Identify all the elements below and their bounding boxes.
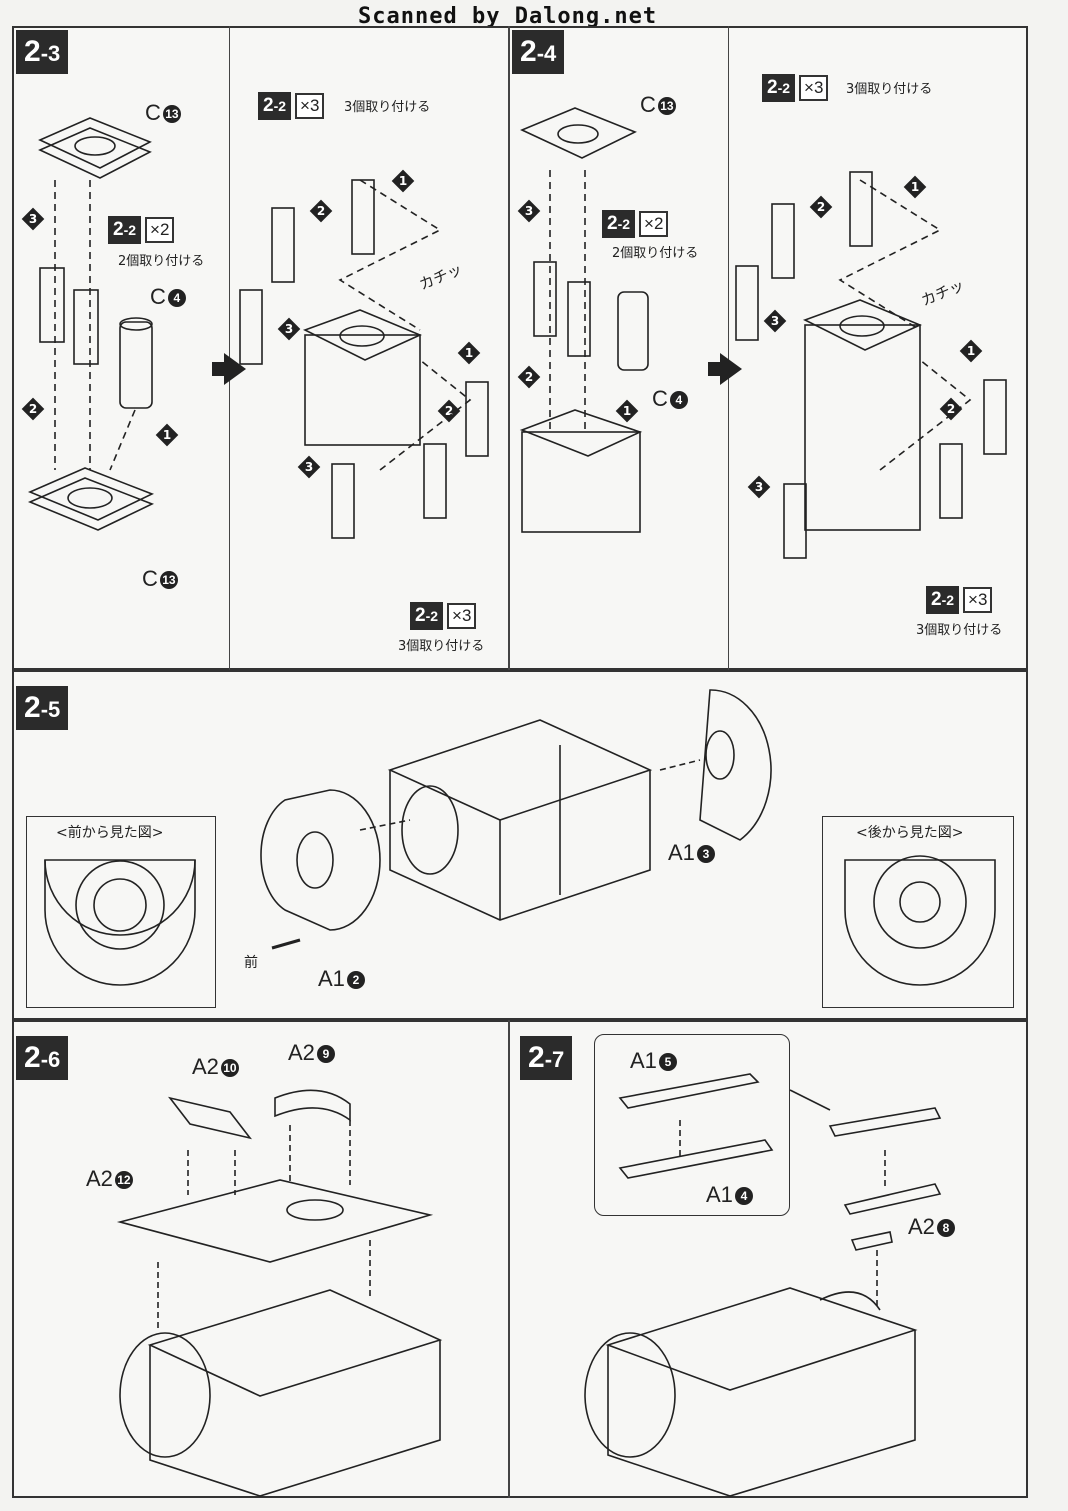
badge-2-2-x3-c: 2-2×3	[762, 74, 829, 102]
order-mark-1-a: 1	[155, 423, 179, 447]
inset-subassembly	[594, 1034, 790, 1216]
order-mark-1-f: 1	[959, 339, 983, 363]
order-mark-1-b: 1	[391, 169, 415, 193]
divider-top-right	[728, 26, 729, 670]
end-cap-back	[699, 689, 772, 841]
next-arrow-stub-2	[708, 362, 720, 376]
step-2-6: 2-6	[16, 1036, 69, 1080]
end-cap-front	[260, 789, 381, 931]
front-direction-label: 前	[244, 955, 258, 971]
next-arrow-stub-1	[212, 362, 224, 376]
front-view-drawing	[44, 859, 196, 986]
panel-bottom	[12, 1020, 1028, 1498]
part-a2-9-piece	[274, 1089, 351, 1122]
part-a2-10-piece	[167, 1096, 253, 1140]
front-view-caption: <前から見た図>	[56, 825, 164, 841]
bar-assembly-2-7	[828, 1107, 942, 1137]
note-two-left: 2個取り付ける	[118, 254, 205, 269]
deck-plate-a2-12	[116, 1179, 434, 1263]
inset-front-view	[26, 816, 216, 1008]
part-a1-4-bar	[618, 1139, 774, 1179]
badge-2-2-x3-d: 2-2×3	[926, 586, 993, 614]
badge-2-2-x3-a: 2-2×3	[258, 92, 325, 120]
part-a2-8-piece	[843, 1183, 942, 1251]
divider-bottom	[508, 1020, 510, 1498]
badge-2-2-x2-right: 2-2×2	[602, 210, 669, 238]
back-view-caption: <後から見た図>	[856, 825, 964, 841]
note-three-b: 3個取り付ける	[398, 639, 485, 654]
watermark: Scanned by Dalong.net	[358, 4, 658, 29]
order-mark-3-b: 3	[277, 317, 301, 341]
part-c4-cylinder	[119, 317, 153, 409]
order-mark-2-f: 2	[939, 397, 963, 421]
order-mark-3-d: 3	[517, 199, 541, 223]
note-three-a: 3個取り付ける	[344, 100, 431, 115]
step-2-7: 2-7	[520, 1036, 573, 1080]
frame-c13-bottom	[27, 467, 155, 531]
assembly-2-4a	[519, 107, 649, 533]
step-2-3: 2-3	[16, 30, 69, 74]
divider-top-left	[229, 26, 230, 670]
step-2-5: 2-5	[16, 686, 69, 730]
order-mark-3-e: 3	[763, 309, 787, 333]
panels-2-3	[39, 267, 99, 365]
order-mark-3-f: 3	[747, 475, 771, 499]
badge-2-2-x3-b: 2-2×3	[410, 602, 477, 630]
order-mark-2-b: 2	[309, 199, 333, 223]
next-arrow-2	[720, 353, 742, 385]
order-mark-1-d: 1	[615, 399, 639, 423]
inset-back-view	[822, 816, 1014, 1008]
order-mark-2-e: 2	[809, 195, 833, 219]
order-mark-2-c: 2	[437, 399, 461, 423]
note-two-right: 2個取り付ける	[612, 246, 699, 261]
order-mark-2-d: 2	[517, 365, 541, 389]
order-mark-3-a: 3	[21, 207, 45, 231]
note-three-c: 3個取り付ける	[846, 82, 933, 97]
barrel-assembly-2-6	[119, 1289, 443, 1497]
back-view-drawing	[844, 855, 996, 986]
order-mark-1-e: 1	[903, 175, 927, 199]
part-a1-5-bar	[618, 1073, 760, 1109]
step-2-4: 2-4	[512, 30, 565, 74]
order-mark-2-a: 2	[21, 397, 45, 421]
assembly-2-4b	[735, 171, 1007, 559]
barrel-assembly-2-5	[387, 719, 653, 921]
assembly-2-3b	[239, 179, 489, 539]
note-three-d: 3個取り付ける	[916, 623, 1003, 638]
panel-top	[12, 26, 1028, 670]
divider-top-middle	[508, 26, 510, 670]
order-mark-1-c: 1	[457, 341, 481, 365]
order-mark-3-c: 3	[297, 455, 321, 479]
barrel-assembly-2-7	[584, 1287, 918, 1497]
frame-c13-top	[38, 117, 152, 179]
badge-2-2-x2-left: 2-2×2	[108, 216, 175, 244]
